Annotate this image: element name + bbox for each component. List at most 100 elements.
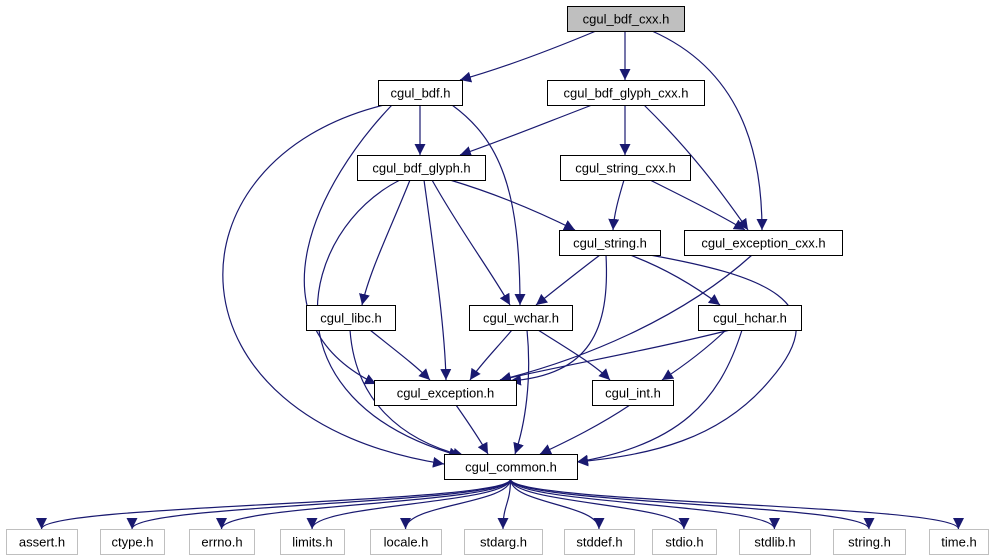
edge-line <box>608 179 625 231</box>
edge-line <box>400 478 512 530</box>
edge-line <box>651 30 768 231</box>
node-stdio: stdio.h <box>652 529 717 555</box>
node-box <box>6 529 78 555</box>
edge-cgul-common-to-assert <box>36 478 512 530</box>
edge-line <box>497 478 512 530</box>
node-label: cgul_bdf_glyph_cxx.h <box>563 86 688 101</box>
node-cgul-bdf-glyph-cxx[interactable]: cgul_bdf_glyph_cxx.h <box>547 80 705 106</box>
node-label: assert.h <box>19 535 65 550</box>
edge-line <box>576 254 797 467</box>
node-box <box>652 529 717 555</box>
edge-line <box>216 478 512 530</box>
edge-cgul-string-to-cgul-common <box>576 254 797 467</box>
edge-cgul-exception-to-cgul-common <box>455 404 489 455</box>
node-cgul-libc[interactable]: cgul_libc.h <box>306 305 396 331</box>
node-label: stdarg.h <box>480 535 527 550</box>
node-label: limits.h <box>292 535 332 550</box>
edge-cgul-bdf-glyph-cxx-to-cgul-exception-cxx <box>643 104 749 231</box>
edge-line <box>629 254 721 306</box>
edge-cgul-libc-to-cgul-common <box>349 329 465 459</box>
node-label: string.h <box>848 535 891 550</box>
edge-line <box>535 254 601 306</box>
edge-layer <box>36 30 964 530</box>
edge-line <box>513 329 530 455</box>
edge-line <box>359 179 411 306</box>
node-cgul-bdf-glyph[interactable]: cgul_bdf_glyph.h <box>357 155 486 181</box>
edge-cgul-common-to-time <box>509 478 964 530</box>
edge-cgul-common-to-stdio <box>509 478 690 530</box>
edge-cgul-exception-cxx-to-cgul-exception <box>499 254 753 383</box>
edge-cgul-bdf-glyph-cxx-to-cgul-bdf-glyph <box>459 104 593 157</box>
edge-cgul-common-to-stdarg <box>497 478 512 530</box>
node-box <box>592 380 674 406</box>
edge-cgul-common-to-ctype <box>126 478 512 530</box>
node-box <box>739 529 811 555</box>
node-ctype: ctype.h <box>100 529 165 555</box>
node-box <box>567 6 685 32</box>
node-box <box>698 305 802 331</box>
edge-line <box>455 404 489 455</box>
edge-line <box>499 329 731 383</box>
edge-cgul-common-to-stdlib <box>509 478 780 530</box>
edge-cgul-string-to-cgul-hchar <box>629 254 721 306</box>
edge-line <box>539 404 631 455</box>
node-cgul-common[interactable]: cgul_common.h <box>444 454 578 480</box>
node-cgul-wchar[interactable]: cgul_wchar.h <box>469 305 573 331</box>
node-limits: limits.h <box>280 529 345 555</box>
node-label: cgul_string.h <box>573 236 647 251</box>
node-box <box>370 529 442 555</box>
node-label: cgul_hchar.h <box>713 311 787 326</box>
edge-line <box>499 254 753 383</box>
edge-line <box>36 478 512 530</box>
node-label: time.h <box>941 535 976 550</box>
edge-line <box>537 329 611 381</box>
edge-line <box>469 329 513 381</box>
node-label: cgul_bdf_glyph.h <box>372 161 470 176</box>
edge-line <box>643 104 749 231</box>
node-label: stddef.h <box>576 535 622 550</box>
node-box <box>560 155 691 181</box>
edge-cgul-bdf-to-cgul-exception <box>303 104 393 385</box>
node-box <box>684 230 843 256</box>
node-box <box>929 529 989 555</box>
node-cgul-bdf[interactable]: cgul_bdf.h <box>378 80 463 106</box>
node-label: stdlib.h <box>754 535 795 550</box>
edge-cgul-int-to-cgul-common <box>539 404 631 455</box>
edge-cgul-string-to-cgul-wchar <box>535 254 601 306</box>
edge-line <box>509 478 964 530</box>
node-cgul-exception-cxx[interactable]: cgul_exception_cxx.h <box>684 230 843 256</box>
edge-cgul-wchar-to-cgul-int <box>537 329 611 381</box>
node-box <box>469 305 573 331</box>
edge-cgul-common-to-errno <box>216 478 512 530</box>
node-layer: cgul_bdf_cxx.h cgul_bdf.h cgul_bdf_glyph_c… <box>6 6 989 555</box>
node-cgul-hchar[interactable]: cgul_hchar.h <box>698 305 802 331</box>
node-stddef: stddef.h <box>564 529 635 555</box>
node-label: locale.h <box>384 535 429 550</box>
edge-cgul-bdf-cxx-to-cgul-bdf <box>459 30 597 83</box>
edge-cgul-common-to-stddef <box>509 478 605 530</box>
node-cgul-int[interactable]: cgul_int.h <box>592 380 674 406</box>
node-label: cgul_string_cxx.h <box>575 161 675 176</box>
node-box <box>378 80 463 106</box>
node-box <box>306 305 396 331</box>
node-locale: locale.h <box>370 529 442 555</box>
node-label: cgul_exception.h <box>397 386 495 401</box>
edge-line <box>509 478 780 530</box>
node-cgul-bdf-cxx[interactable]: cgul_bdf_cxx.h <box>567 6 685 32</box>
edge-cgul-string-cxx-to-cgul-exception-cxx <box>649 179 746 231</box>
node-errno: errno.h <box>189 529 255 555</box>
node-label: cgul_bdf_cxx.h <box>583 12 670 27</box>
node-time: time.h <box>929 529 989 555</box>
node-box <box>189 529 255 555</box>
edge-line <box>306 478 512 530</box>
node-cgul-exception[interactable]: cgul_exception.h <box>374 380 517 406</box>
node-box <box>444 454 578 480</box>
edge-cgul-common-to-locale <box>400 478 512 530</box>
node-stdlib: stdlib.h <box>739 529 811 555</box>
node-cgul-string[interactable]: cgul_string.h <box>559 230 661 256</box>
edge-cgul-bdf-glyph-to-cgul-exception <box>423 179 452 381</box>
edge-cgul-bdf-cxx-to-cgul-exception-cxx <box>651 30 768 231</box>
node-cgul-string-cxx[interactable]: cgul_string_cxx.h <box>560 155 691 181</box>
node-stdarg: stdarg.h <box>464 529 543 555</box>
node-label: cgul_int.h <box>605 386 661 401</box>
